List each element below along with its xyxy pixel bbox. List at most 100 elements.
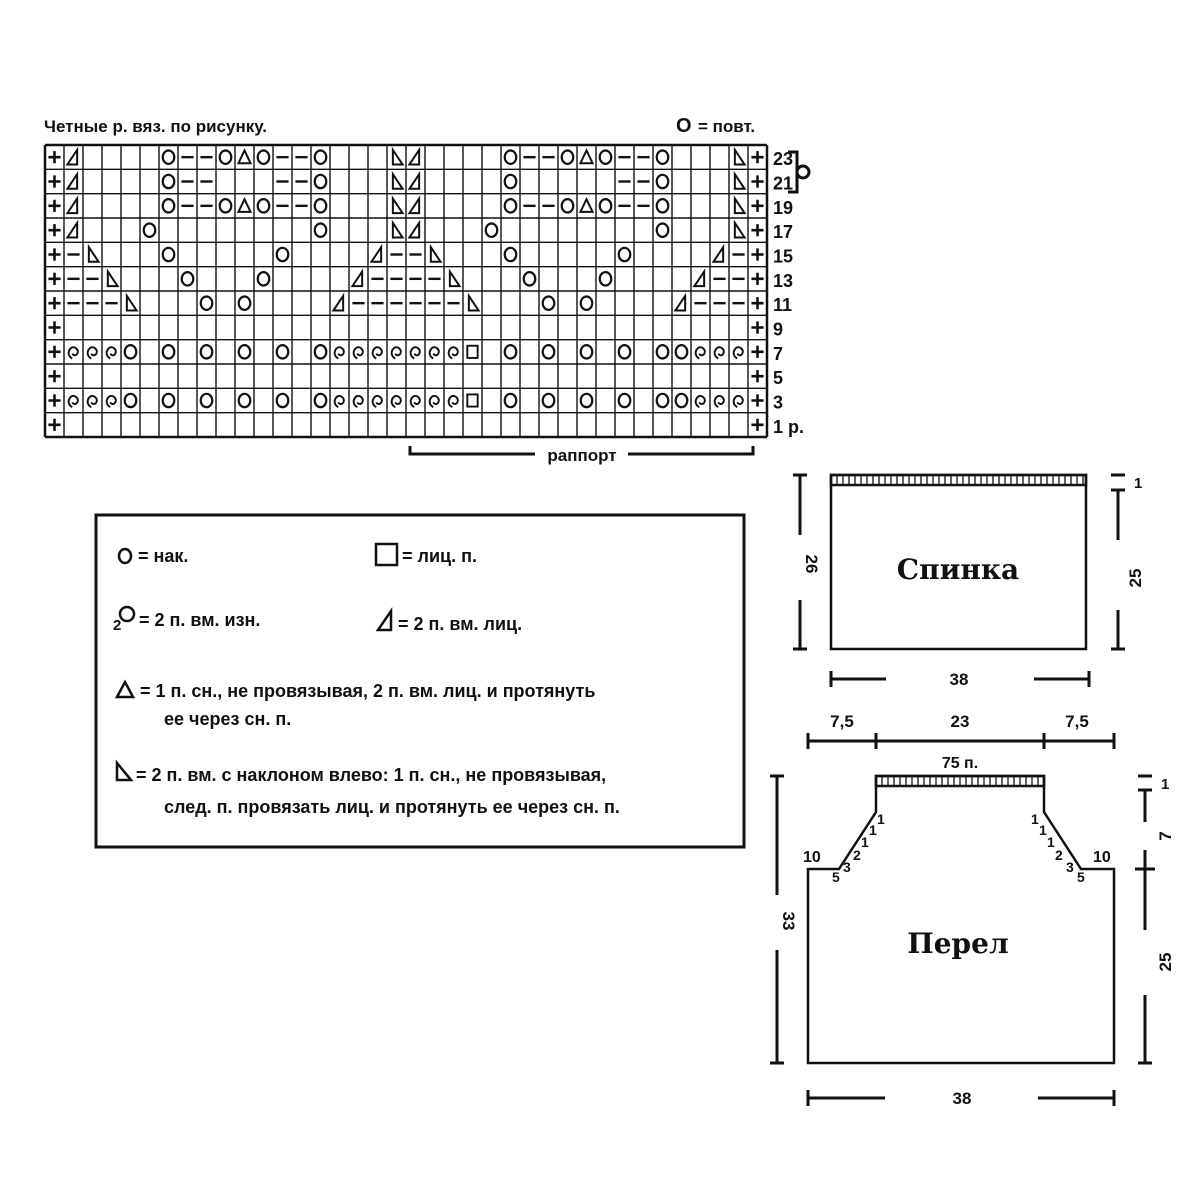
legend-item-yarn-over: = нак. bbox=[117, 546, 188, 566]
ssk-icon bbox=[115, 759, 134, 782]
front-shoulder-right: 10 bbox=[1093, 849, 1111, 866]
k2tog-icon bbox=[375, 606, 393, 632]
k2tog-icon bbox=[407, 170, 421, 190]
legend-item-p2tog: 2 = 2 п. вм. изн. bbox=[113, 605, 260, 634]
back-piece: Спинка 26 1 25 38 bbox=[793, 473, 1145, 689]
edge-stitch-icon bbox=[751, 224, 764, 237]
legend-text-knit: = лиц. п. bbox=[402, 546, 477, 566]
p2tog-icon bbox=[86, 394, 98, 409]
ssk-icon bbox=[429, 243, 443, 263]
sk2p-icon bbox=[236, 148, 253, 165]
edge-stitch-icon bbox=[751, 272, 764, 285]
yarn-over-icon bbox=[313, 173, 328, 190]
stitch-chart bbox=[43, 143, 769, 439]
yarn-over-icon bbox=[313, 198, 328, 214]
edge-stitch-icon bbox=[751, 418, 764, 431]
front-right-dimension bbox=[1135, 774, 1155, 1065]
yarn-over-icon bbox=[560, 198, 575, 214]
yarn-over-icon bbox=[161, 149, 176, 165]
p2tog-icon bbox=[390, 346, 402, 360]
ssk-icon bbox=[467, 292, 481, 312]
chart-header-right: = повт. bbox=[698, 117, 755, 136]
front-decrease-left-2: 3 bbox=[843, 859, 851, 875]
yarn-over-icon bbox=[256, 271, 271, 287]
edge-stitch-icon bbox=[751, 394, 764, 407]
edge-stitch-icon bbox=[751, 297, 764, 310]
row-label: 23 bbox=[773, 149, 793, 169]
p2tog-icon bbox=[732, 346, 744, 360]
knit-square-icon bbox=[466, 344, 479, 359]
back-width-label: 38 bbox=[950, 670, 969, 689]
yarn-over-icon bbox=[161, 344, 176, 360]
edge-stitch-icon bbox=[751, 345, 764, 358]
yarn-over-icon bbox=[275, 392, 290, 409]
yarn-over-icon bbox=[237, 392, 252, 409]
yarn-over-icon bbox=[579, 392, 594, 409]
legend-text-sk2p-2: ее через сн. п. bbox=[164, 709, 291, 729]
p2tog-icon bbox=[428, 346, 440, 360]
legend-text-ssk-2: след. п. провязать лиц. и протянуть ее ч… bbox=[164, 797, 620, 817]
front-decrease-left-1: 5 bbox=[832, 869, 840, 885]
front-decrease-left-6: 1 bbox=[877, 811, 885, 827]
back-body-label: 25 bbox=[1126, 569, 1145, 588]
edge-stitch-icon bbox=[751, 151, 764, 164]
legend-text-ssk: = 2 п. вм. с наклоном влево: 1 п. сн., н… bbox=[136, 765, 606, 785]
row-label: 15 bbox=[773, 247, 793, 267]
front-width-label: 38 bbox=[953, 1089, 972, 1108]
yarn-over-icon bbox=[275, 246, 290, 263]
row-label: 7 bbox=[773, 344, 783, 364]
ssk-icon bbox=[391, 219, 405, 239]
legend-text-sk2p: = 1 п. сн., не провязывая, 2 п. вм. лиц.… bbox=[140, 681, 595, 701]
k2tog-icon bbox=[65, 195, 79, 215]
yarn-over-icon bbox=[503, 392, 518, 409]
p2tog-icon bbox=[67, 394, 79, 409]
repeat-bracket-symbol bbox=[795, 164, 811, 180]
yarn-over-icon bbox=[161, 173, 176, 190]
back-right-dimension bbox=[1111, 473, 1125, 651]
ssk-icon bbox=[733, 170, 747, 190]
legend-box bbox=[94, 513, 746, 849]
back-edge-label: 1 bbox=[1134, 475, 1142, 492]
rapport-bracket bbox=[408, 446, 755, 456]
knit-square-icon bbox=[374, 542, 399, 567]
yarn-over-icon bbox=[275, 344, 290, 360]
row-label: 3 bbox=[773, 393, 783, 413]
yarn-over-icon bbox=[142, 222, 157, 238]
p2tog-icon bbox=[371, 346, 383, 360]
edge-stitch-icon bbox=[751, 370, 764, 383]
ssk-icon bbox=[448, 268, 462, 288]
p2tog-icon bbox=[371, 394, 383, 409]
ssk-icon bbox=[106, 268, 120, 288]
edge-stitch-icon bbox=[751, 321, 764, 334]
yarn-over-icon bbox=[218, 198, 233, 214]
yarn-over-icon bbox=[199, 295, 214, 311]
front-decrease-right-2: 1 bbox=[1039, 822, 1047, 838]
yarn-over-icon bbox=[503, 344, 518, 360]
k2tog-icon bbox=[65, 170, 79, 190]
yarn-over-icon bbox=[161, 198, 176, 214]
p2tog-icon bbox=[352, 346, 364, 360]
k2tog-icon bbox=[407, 219, 421, 239]
legend-item-sk2p: = 1 п. сн., не провязывая, 2 п. вм. лиц.… bbox=[114, 679, 595, 729]
k2tog-icon bbox=[407, 146, 421, 166]
front-decrease-left-3: 2 bbox=[853, 847, 861, 863]
legend-item-k2tog: = 2 п. вм. лиц. bbox=[375, 606, 522, 634]
yarn-over-icon bbox=[161, 246, 176, 263]
k2tog-icon bbox=[692, 268, 706, 288]
edge-stitch-icon bbox=[751, 199, 764, 212]
legend-text-p2tog: = 2 п. вм. изн. bbox=[139, 610, 260, 630]
front-piece: 7,5 23 7,5 75 п. 10 10 5 3 2 1 1 1 1 1 1… bbox=[770, 712, 1175, 1108]
front-top-dimension bbox=[806, 733, 1116, 749]
row-label: 5 bbox=[773, 368, 783, 388]
p2tog-icon bbox=[694, 346, 706, 360]
ssk-icon bbox=[87, 243, 101, 263]
front-segment-left: 7,5 bbox=[830, 712, 854, 731]
front-title: Перел bbox=[907, 927, 1008, 960]
yarn-over-icon bbox=[560, 149, 575, 165]
p2tog-icon bbox=[713, 346, 725, 360]
yarn-over-icon bbox=[541, 295, 556, 311]
sk2p-icon bbox=[578, 196, 595, 213]
edge-stitch-icon bbox=[48, 345, 61, 358]
yarn-over-icon bbox=[617, 246, 632, 263]
k2tog-icon bbox=[673, 292, 687, 312]
